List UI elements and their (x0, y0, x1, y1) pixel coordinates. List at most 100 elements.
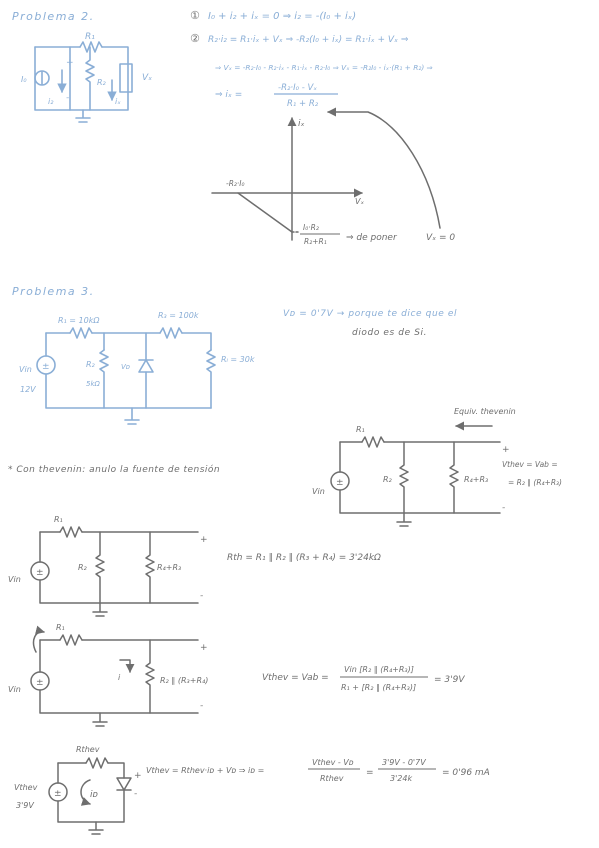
id-equation-result: = 0'96 mA (442, 768, 490, 778)
c4-vth-value: 3'9V (16, 801, 34, 810)
c1-r3-label: R₄+R₃ (464, 475, 488, 484)
c3-current-label: i (118, 673, 121, 682)
p3-r2-value: 5kΩ (86, 380, 101, 388)
p2-vx-label: Vₓ (142, 73, 152, 83)
id-equation-equals: = (366, 768, 374, 778)
p3-circuit: ± R₁ = 10kΩ R₃ = 100k R₂ 5kΩ Rₗ = 30k Vᴅ… (19, 311, 255, 425)
thevenin-circuit-2: ± R₁ R₂ R₄+R₃ Vin + - (8, 515, 208, 617)
c3-vin-label: Vin (8, 685, 21, 694)
p2-plus-label: + (66, 58, 74, 68)
thevenin-circuit-1: ± R₁ R₂ R₄+R₃ Vin + - Vthev = Vab = = R₂… (312, 425, 562, 527)
c2-plus-label: + (200, 535, 208, 545)
thevenin-circuit-4: ± Rthev Vthev 3'9V iᴅ + - (14, 745, 142, 835)
p2-r1-label: R₁ (85, 32, 95, 42)
p2-eq2: R₂·i₂ = R₁·iₓ + Vₓ ⇒ -R₂(I₀ + iₓ) = R₁·i… (208, 35, 409, 45)
c4-minus-label: - (134, 789, 137, 799)
c3-res-label: R₂ ∥ (R₃+R₄) (160, 676, 208, 685)
resistor-r2-symbol (99, 349, 109, 409)
graph-line (237, 192, 293, 233)
thevenin-circuit-3: ± R₁ R₂ ∥ (R₃+R₄) Vin i + - (8, 623, 208, 727)
diode-symbol (116, 777, 132, 791)
c4-plus-label: + (134, 771, 142, 781)
c1-r1-label: R₁ (356, 425, 365, 434)
svg-text:±: ± (36, 678, 44, 688)
id-equation-numerator-2: 3'9V - 0'7V (382, 758, 426, 767)
graph-note-condition: Vₓ = 0 (426, 233, 455, 243)
p2-eq1: I₀ + i₂ + iₓ = 0 ⇒ i₂ = -(I₀ + iₓ) (208, 11, 356, 22)
diode-symbol (138, 359, 154, 373)
rth-equation: Rth = R₁ ∥ R₂ ∥ (R₃ + R₄) = 3'24kΩ (227, 553, 381, 563)
p2-i2-label: i₂ (48, 97, 54, 106)
p2-circuit: R₁ R₂ I₀ i₂ iₓ Vₓ + - (21, 32, 152, 123)
vth-equation-denominator: R₁ + [R₂ ∥ (R₄+R₃)] (341, 683, 416, 692)
c3-r1-label: R₁ (56, 623, 65, 632)
id-equation-lhs: Vthev = Rthev·iᴅ + Vᴅ ⇒ iᴅ = (146, 766, 264, 775)
id-equation-denominator: Rthev (320, 774, 344, 783)
c1-minus-label: - (502, 503, 505, 513)
id-equation-denominator-2: 3'24k (390, 774, 412, 783)
p2-eq4-lhs: ⇒ iₓ = (215, 90, 242, 100)
resistor-r1-symbol (69, 327, 93, 339)
p2-r2-label: R₂ (97, 78, 107, 87)
p2-eq2-number: ② (190, 32, 200, 45)
vth-equation-result: = 3'9V (434, 675, 465, 685)
p2-i0-label: I₀ (21, 75, 27, 84)
vth-equation-lhs: Vthev = Vab = (262, 673, 329, 683)
thevenin-intro: * Con thevenin: anulo la fuente de tensi… (8, 464, 220, 475)
c1-plus-label: + (502, 445, 510, 455)
id-equation-numerator: Vthev - Vᴅ (312, 758, 354, 767)
p2-eq4-numerator: -R₂·I₀ - Vₓ (278, 83, 317, 93)
graph-note: ⇒ de poner (346, 233, 398, 243)
c3-minus-label: - (200, 701, 203, 711)
p3-vd-note-line2: diodo es de Si. (352, 328, 427, 338)
c2-r3-label: R₄+R₃ (157, 563, 181, 572)
c1-vin-label: Vin (312, 487, 325, 496)
vth-equation-numerator: Vin [R₂ ∥ (R₄+R₃)] (344, 665, 414, 674)
graph-y-value-numerator: I₀·R₂ (303, 223, 319, 232)
graph-y-value-denominator: R₂+R₁ (304, 237, 327, 246)
p2-minus-label: - (66, 93, 69, 103)
c2-r2-label: R₂ (78, 563, 88, 572)
p3-vd-note-line1: Vᴅ = 0'7V → porque te dice que el (283, 309, 457, 319)
svg-text:±: ± (42, 362, 50, 372)
p2-eq3: ⇒ Vₓ = -R₂·I₀ - R₂·iₓ - R₁·iₓ - R₂·I₀ ⇒ … (215, 63, 433, 72)
p3-rl-label: Rₗ = 30k (221, 355, 255, 364)
c4-vth-label: Vthev (14, 783, 38, 792)
equiv-thevenin-label: Equiv. thevenin (454, 407, 516, 416)
c2-minus-label: - (200, 591, 203, 601)
p2-title: Problema 2. (12, 10, 95, 23)
resistor-r2-symbol (85, 46, 95, 111)
resistor-r1-symbol (79, 41, 103, 53)
resistor-r3-symbol (159, 327, 183, 339)
c3-plus-label: + (200, 643, 208, 653)
graph-callout-arrow (327, 107, 441, 229)
c4-id-label: iᴅ (90, 790, 99, 800)
p2-eq4-denominator: R₁ + R₂ (287, 99, 319, 109)
voltage-source-symbol (36, 355, 56, 375)
p2-graph: iₓ Vₓ -R₂·I₀ I₀·R₂ R₂+R₁ ⇒ de poner Vₓ =… (211, 107, 455, 246)
p3-title: Problema 3. (12, 285, 95, 298)
p3-vin-label: Vin (19, 365, 32, 374)
svg-text:±: ± (336, 478, 344, 488)
p3-r2-label: R₂ (86, 360, 96, 369)
graph-y-axis-label: iₓ (298, 119, 305, 129)
p3-vd-label: Vᴅ (121, 363, 131, 371)
p3-vin-value: 12V (20, 385, 36, 394)
p2-ix-label: iₓ (115, 97, 121, 106)
rthev-symbol (85, 757, 109, 769)
svg-text:±: ± (54, 789, 62, 799)
c4-rth-label: Rthev (76, 745, 100, 754)
graph-x-axis-label: Vₓ (355, 197, 364, 206)
c2-r1-label: R₁ (54, 515, 63, 524)
resistor-rl-symbol (206, 349, 216, 409)
p3-r3-label: R₃ = 100k (158, 311, 199, 320)
c2-vin-label: Vin (8, 575, 21, 584)
p3-r1-label: R₁ = 10kΩ (58, 316, 100, 325)
graph-x-intercept-label: -R₂·I₀ (226, 179, 245, 188)
svg-text:±: ± (36, 568, 44, 578)
c1-r2-label: R₂ (383, 475, 393, 484)
c1-vth-line1: Vthev = Vab = (502, 460, 558, 469)
p2-eq1-number: ① (190, 9, 200, 22)
